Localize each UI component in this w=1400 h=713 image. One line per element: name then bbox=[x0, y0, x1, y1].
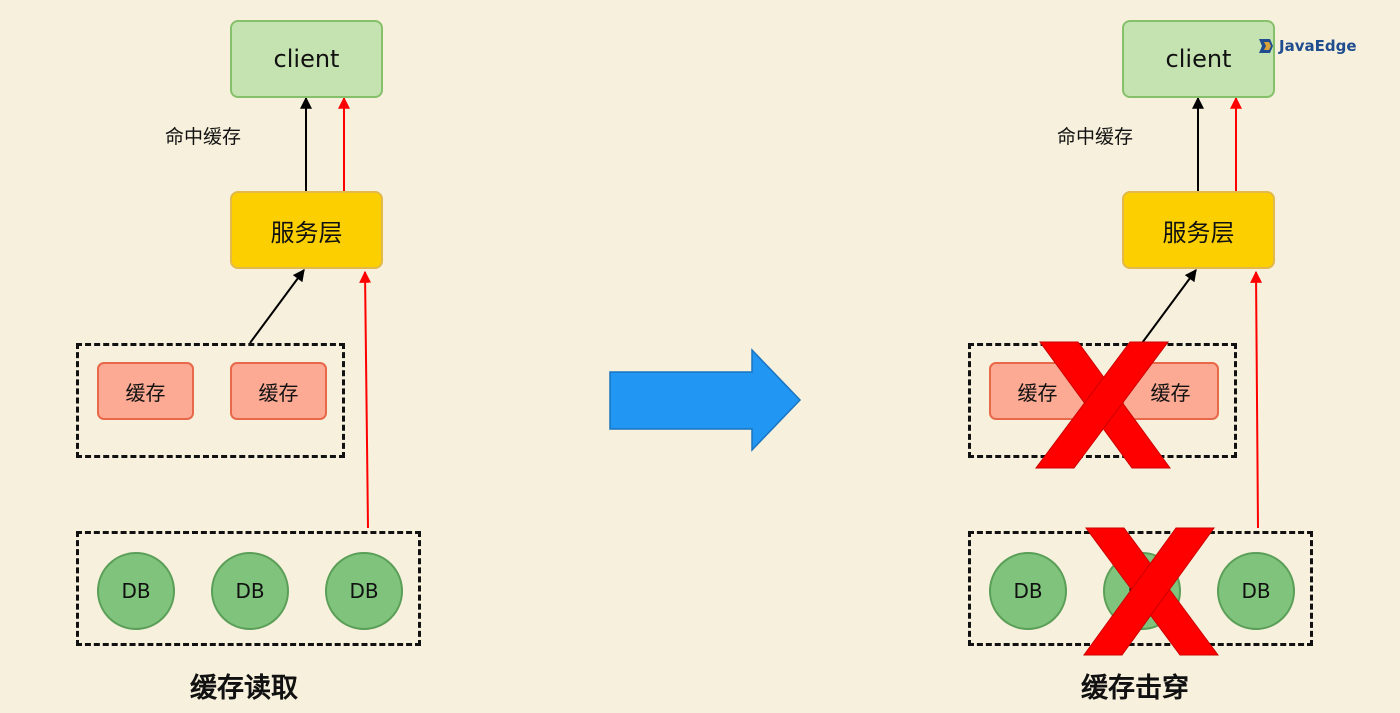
left-arrow-db-to-service bbox=[359, 270, 372, 529]
right-client-label: client bbox=[1165, 45, 1232, 73]
left-cache-group bbox=[76, 343, 345, 458]
left-db-node-2: DB bbox=[211, 552, 289, 630]
left-caption: 缓存读取 bbox=[190, 673, 298, 704]
right-db-label: DB bbox=[1241, 579, 1271, 603]
right-db-node-2: DB bbox=[1103, 552, 1181, 630]
left-db-group bbox=[76, 531, 421, 646]
right-client-node: client bbox=[1122, 20, 1275, 98]
right-service-label: 服务层 bbox=[1162, 218, 1235, 247]
right-arrow-cache-to-service bbox=[1141, 269, 1197, 344]
left-client-label: client bbox=[273, 45, 340, 73]
javaedge-logo: JavaEdge bbox=[1256, 37, 1357, 55]
right-cache-label: 缓存 bbox=[1017, 380, 1058, 405]
left-db-label: DB bbox=[349, 579, 379, 603]
left-db-label: DB bbox=[121, 579, 151, 603]
left-cache-label: 缓存 bbox=[258, 380, 299, 405]
right-cache-node-1: 缓存 bbox=[989, 362, 1086, 420]
javaedge-logo-icon bbox=[1259, 39, 1273, 53]
right-db-node-1: DB bbox=[989, 552, 1067, 630]
left-cache-label: 缓存 bbox=[125, 380, 166, 405]
left-service-node: 服务层 bbox=[230, 191, 383, 269]
left-service-label: 服务层 bbox=[270, 218, 343, 247]
left-cache-node-2: 缓存 bbox=[230, 362, 327, 420]
right-hit-cache-label: 命中缓存 bbox=[1057, 126, 1134, 148]
left-arrow-cache-to-service bbox=[249, 269, 305, 344]
right-db-label: DB bbox=[1013, 579, 1043, 603]
left-db-node-3: DB bbox=[325, 552, 403, 630]
left-db-node-1: DB bbox=[97, 552, 175, 630]
left-hit-cache-label: 命中缓存 bbox=[165, 126, 242, 148]
right-cache-node-2: 缓存 bbox=[1122, 362, 1219, 420]
right-caption: 缓存击穿 bbox=[1081, 673, 1189, 704]
left-db-label: DB bbox=[235, 579, 265, 603]
right-service-node: 服务层 bbox=[1122, 191, 1275, 269]
left-client-node: client bbox=[230, 20, 383, 98]
right-db-node-3: DB bbox=[1217, 552, 1295, 630]
right-cache-label: 缓存 bbox=[1150, 380, 1191, 405]
logo-text: JavaEdge bbox=[1279, 37, 1357, 55]
transition-arrow bbox=[609, 348, 802, 452]
left-cache-node-1: 缓存 bbox=[97, 362, 194, 420]
right-db-label: DB bbox=[1127, 579, 1157, 603]
right-arrow-db-to-service bbox=[1250, 270, 1263, 529]
